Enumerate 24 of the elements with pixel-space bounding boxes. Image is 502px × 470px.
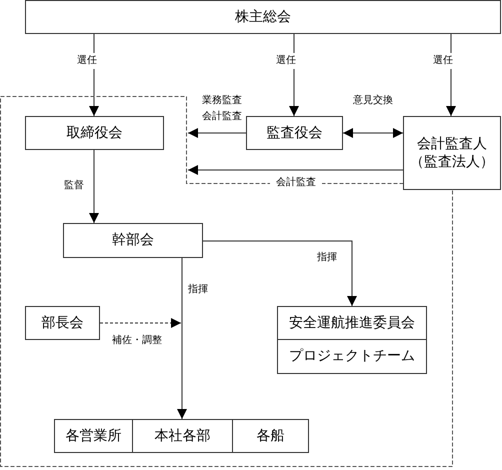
org-box: 部長会 [25,306,100,340]
org-box: 株主総会 [25,0,501,34]
org-box: 取締役会 [25,116,164,150]
arrow [89,34,99,116]
org-box: 監査役会 [246,116,343,150]
org-box: 会計監査人（監査法人） [403,116,501,190]
edge-label: 選任 [276,53,296,69]
arrow [202,240,357,306]
org-box: 各営業所 [54,419,133,453]
arrow [89,150,99,224]
org-box: 本社各部 [132,419,233,453]
org-box: プロジェクトチーム [277,339,427,374]
arrow [177,258,187,420]
arrow [188,128,246,138]
arrow [100,318,182,328]
arrow [188,165,404,175]
edge-label: 選任 [433,53,453,69]
arrow [289,34,299,116]
arrow [342,128,404,138]
org-box: 各船 [232,419,309,453]
arrow [446,34,456,116]
org-box: 幹部会 [63,223,203,258]
org-box: 安全運航推進委員会 [277,306,427,340]
edge-label: 選任 [77,53,97,69]
